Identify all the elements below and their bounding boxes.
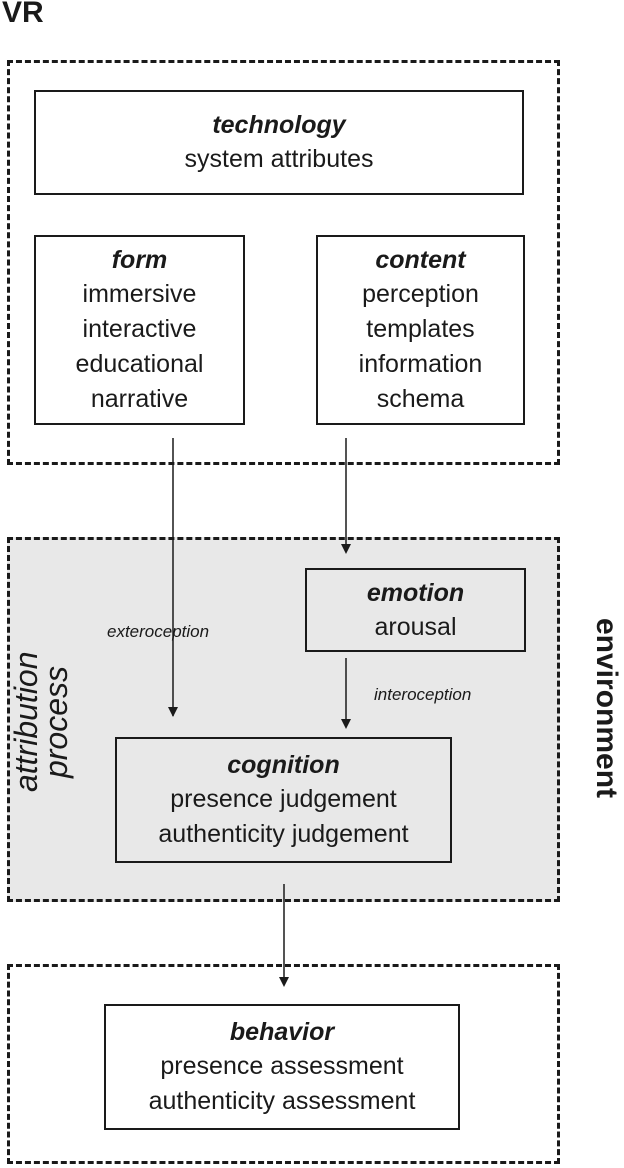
content-box: content perception templates information… xyxy=(316,235,525,425)
form-line: interactive xyxy=(82,315,197,343)
exteroception-label: exteroception xyxy=(107,622,210,641)
content-line: perception xyxy=(362,280,479,308)
form-line: educational xyxy=(75,350,204,378)
form-title: form xyxy=(111,246,168,274)
technology-box: technology system attributes xyxy=(34,90,524,195)
cognition-line: authenticity judgement xyxy=(158,820,409,848)
technology-title: technology xyxy=(212,111,346,139)
technology-line: system attributes xyxy=(184,145,374,173)
emotion-line: arousal xyxy=(374,612,457,641)
content-line: information xyxy=(358,350,483,378)
content-title: content xyxy=(375,246,466,274)
emotion-title: emotion xyxy=(366,578,465,607)
attribution-process-label: attribution process xyxy=(8,651,75,792)
cognition-box: cognition presence judgement authenticit… xyxy=(115,737,452,863)
content-line: templates xyxy=(366,315,475,343)
form-box: form immersive interactive educational n… xyxy=(34,235,245,425)
attribution-label-line1: attribution xyxy=(8,651,44,792)
behavior-line: presence assessment xyxy=(160,1052,404,1080)
form-line: narrative xyxy=(90,385,189,413)
behavior-box: behavior presence assessment authenticit… xyxy=(104,1004,460,1130)
attribution-label-line2: process xyxy=(38,665,74,779)
emotion-box: emotion arousal xyxy=(305,568,526,652)
environment-label: environment xyxy=(590,617,623,799)
behavior-title: behavior xyxy=(229,1018,335,1046)
vr-container xyxy=(7,60,560,465)
form-line: immersive xyxy=(82,280,197,308)
cognition-line: presence judgement xyxy=(170,785,397,813)
cognition-title: cognition xyxy=(227,751,340,779)
content-line: schema xyxy=(376,385,465,413)
vr-label: VR xyxy=(2,0,44,29)
behavior-line: authenticity assessment xyxy=(148,1087,416,1115)
interoception-label: interoception xyxy=(374,685,472,704)
